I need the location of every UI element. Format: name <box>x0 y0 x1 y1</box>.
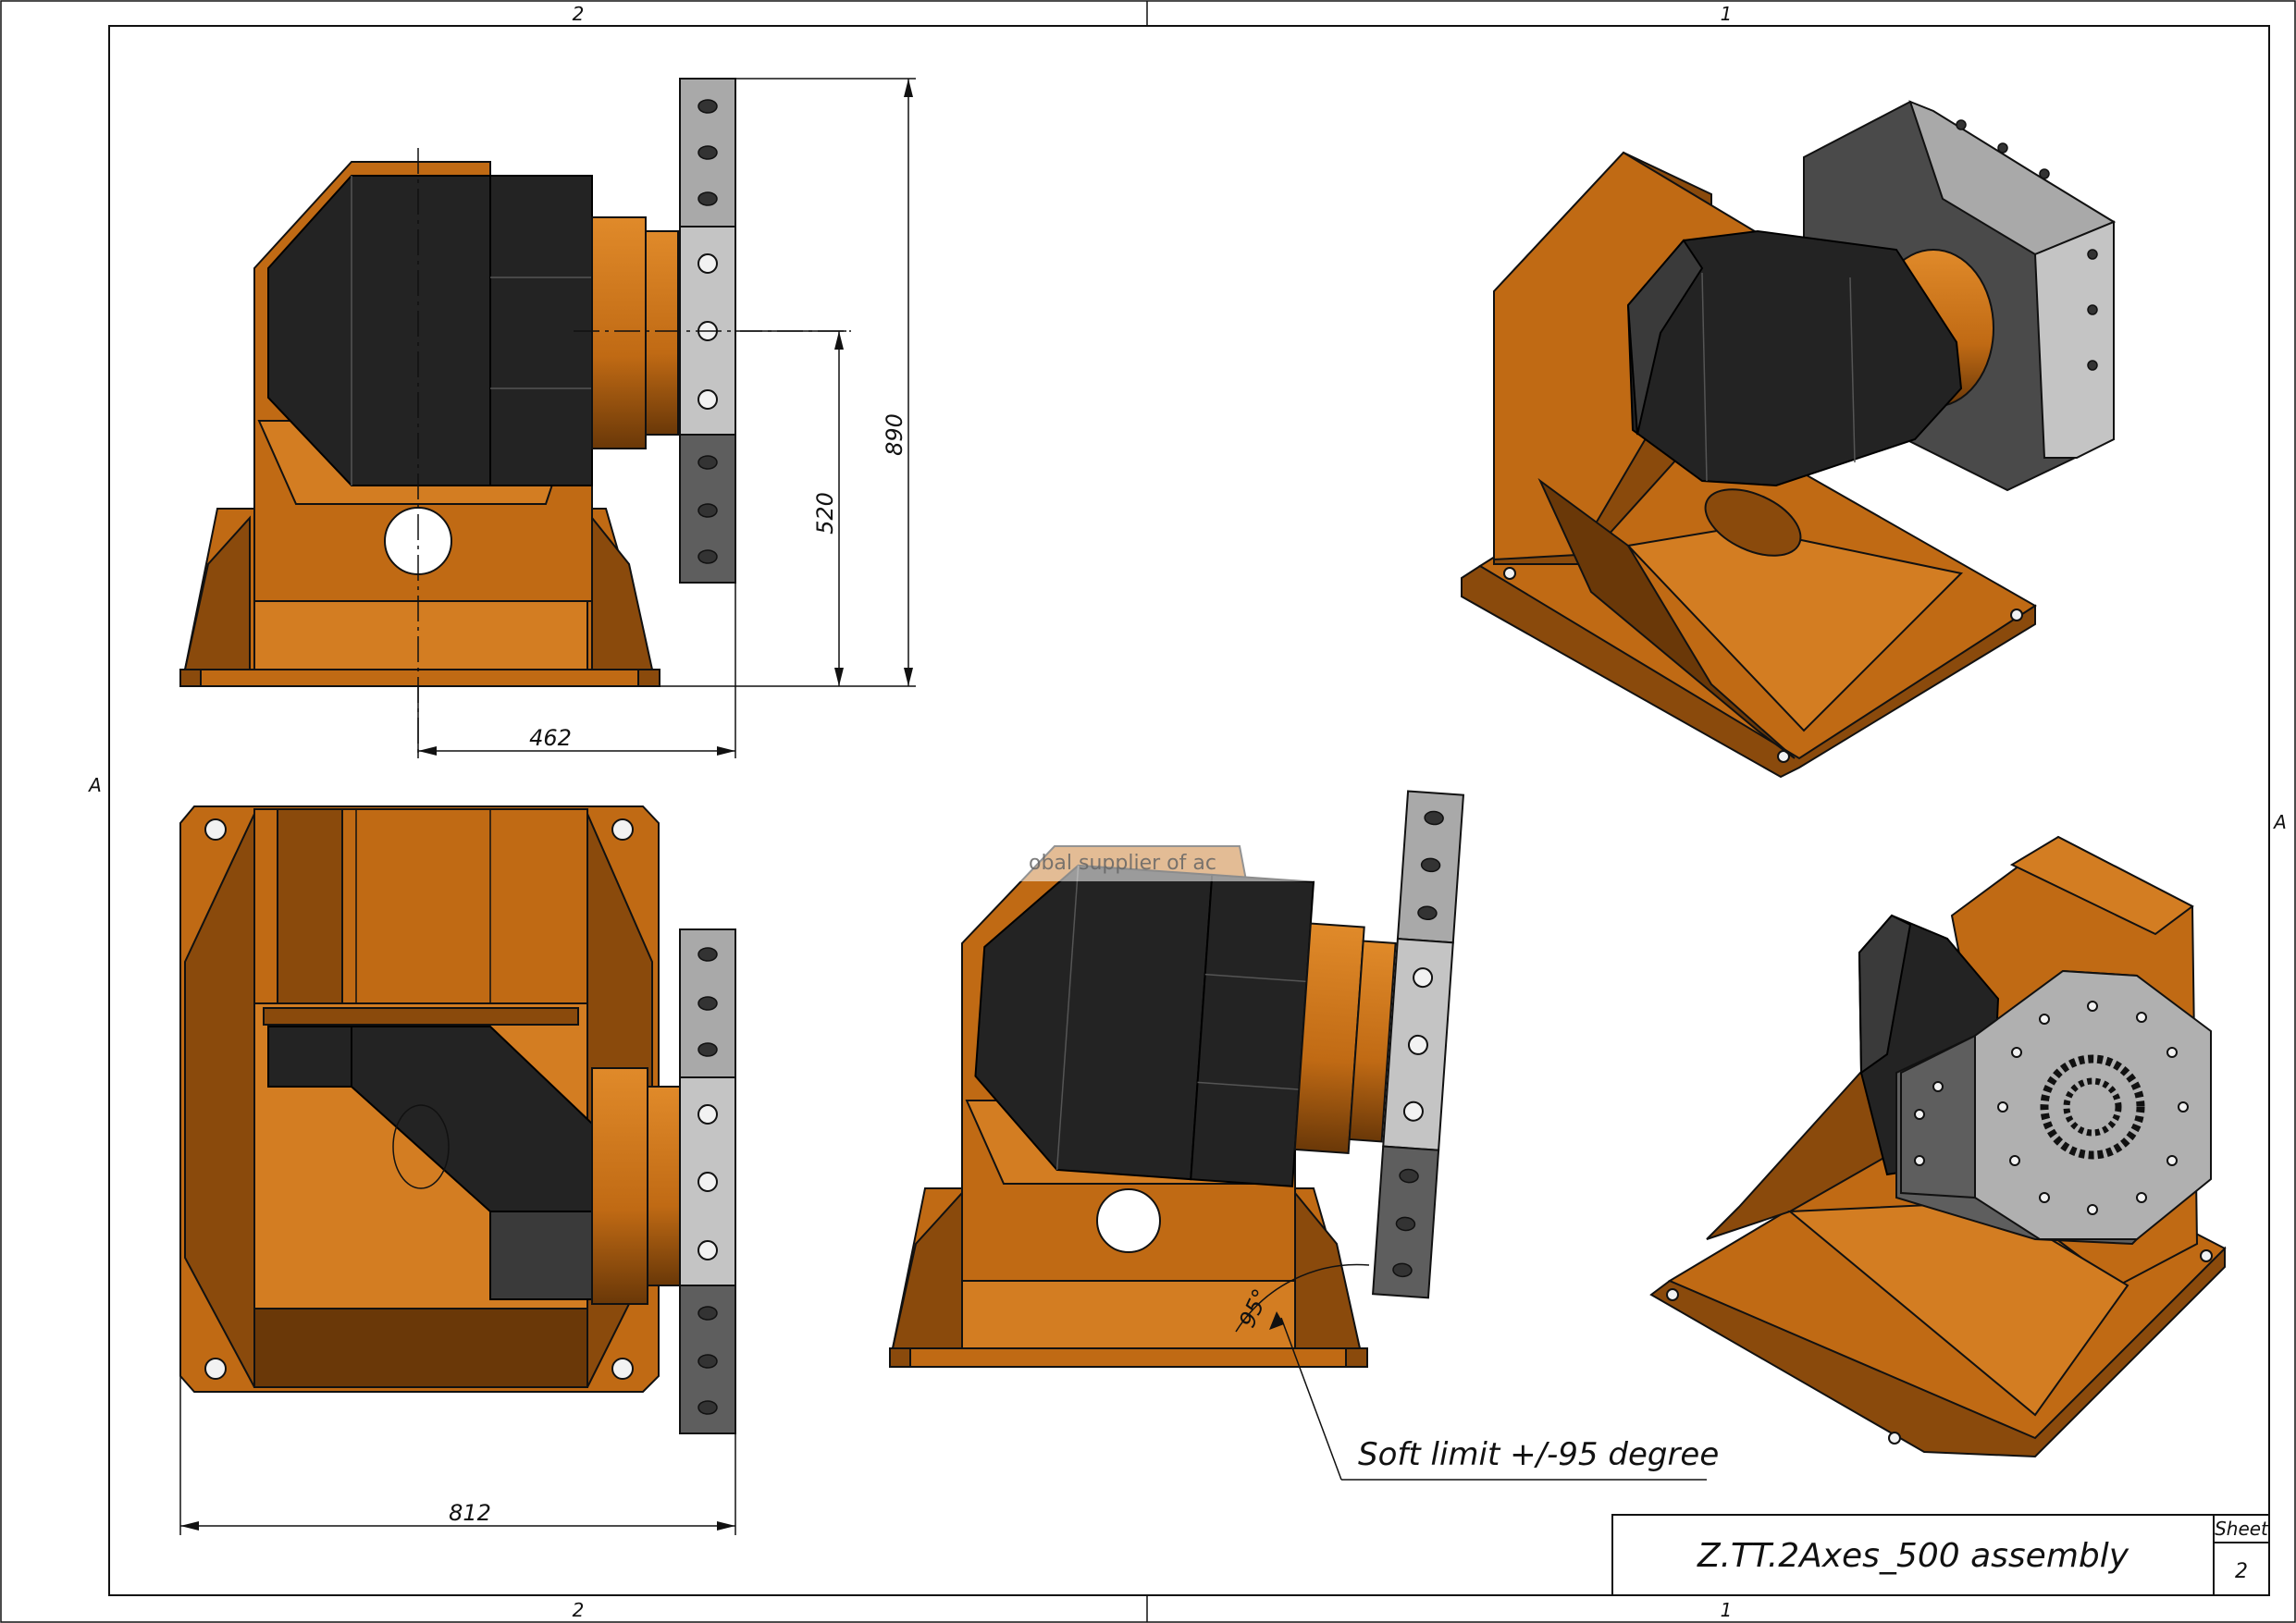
drawing-title: Z.TT.2Axes_500 assembly <box>1697 1537 2129 1575</box>
zone-marker-bottom-right: 1 <box>1721 1599 1733 1621</box>
isometric-view-front <box>1649 835 2227 1458</box>
soft-limit-annotation: Soft limit +/-95 degree <box>1358 1436 1719 1473</box>
zone-marker-right: A <box>2272 811 2287 833</box>
angle-dimension <box>1235 1263 1707 1481</box>
front-view <box>179 78 851 758</box>
dimension-lines-top <box>179 1376 736 1535</box>
dimension-lines-front <box>417 78 916 758</box>
watermark-text: obal supplier of ac <box>1029 852 1216 875</box>
zone-marker-bottom-left: 2 <box>573 1599 585 1621</box>
dimension-axis-height: 520 <box>812 492 838 535</box>
title-block <box>1611 1514 2270 1596</box>
zone-marker-top-left: 2 <box>573 3 585 25</box>
sheet-number: 2 <box>2235 1560 2248 1583</box>
dimension-overall-height: 890 <box>882 413 907 456</box>
tilted-view <box>889 790 1465 1368</box>
zone-marker-top-right: 1 <box>1721 3 1733 25</box>
top-view <box>179 805 736 1434</box>
zone-marker-left: A <box>87 774 102 796</box>
dimension-axis-offset: 462 <box>529 725 572 751</box>
dimension-overall-width: 812 <box>449 1500 491 1526</box>
isometric-view-rear <box>1461 100 2117 779</box>
sheet-label: Sheet <box>2215 1518 2269 1540</box>
